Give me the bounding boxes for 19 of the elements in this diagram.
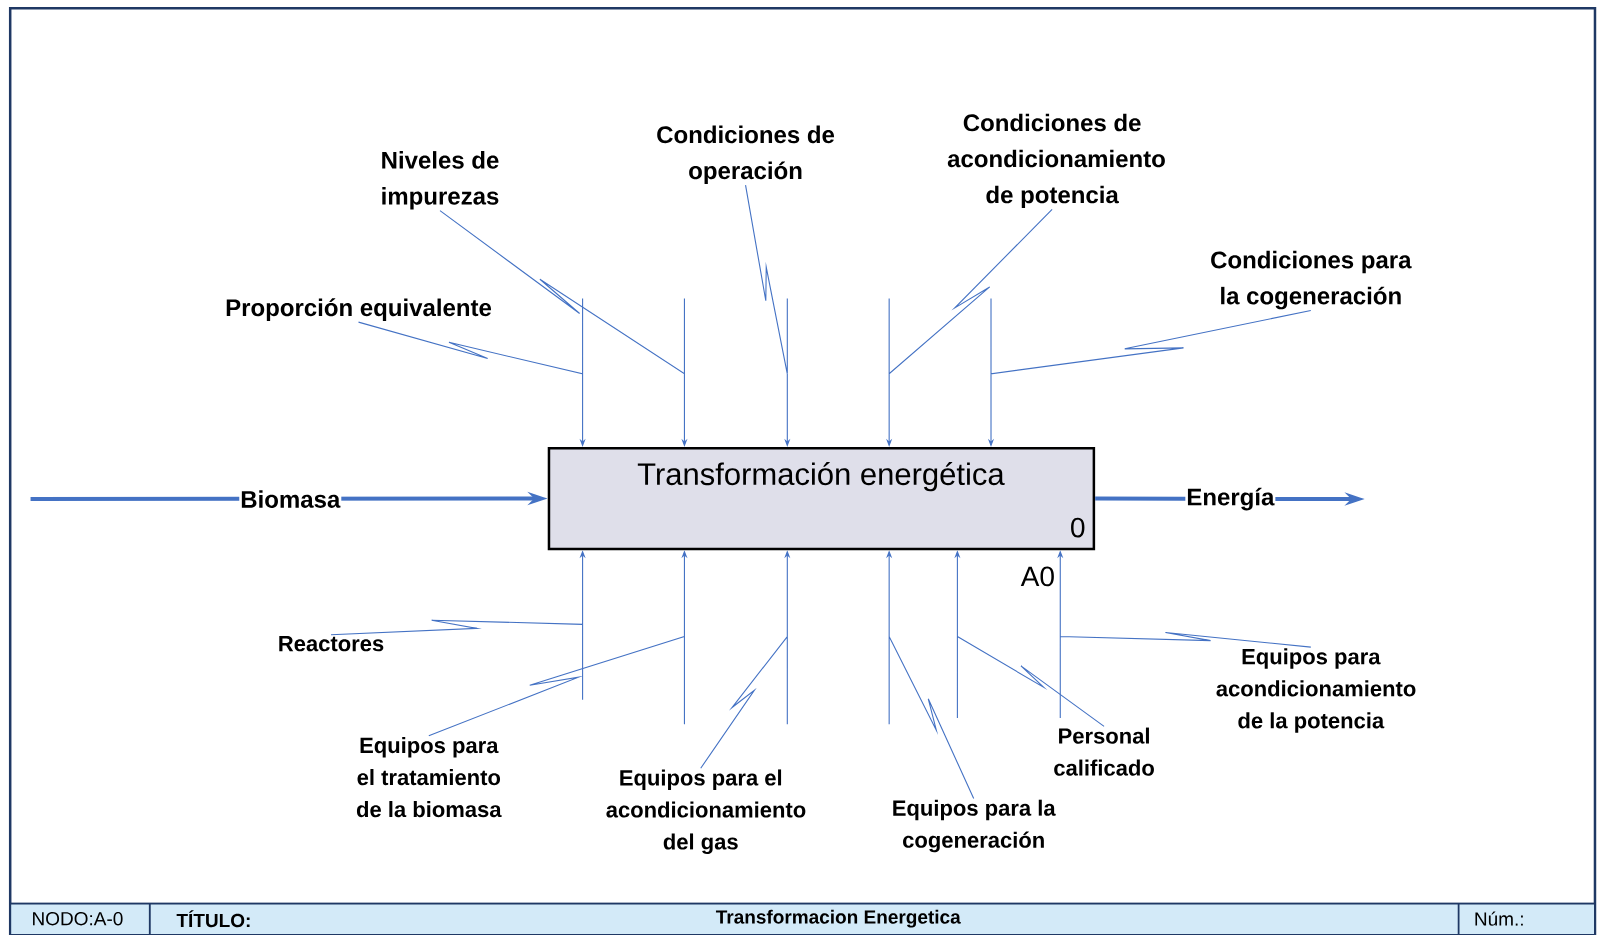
node-label: NODO:A-0 (33, 911, 123, 926)
arrow-label: Proporción equivalente (226, 298, 492, 321)
arrow-label: Niveles de impurezas (382, 151, 499, 210)
arrow-label: Personal calificado (1054, 727, 1154, 776)
arrow-label: Reactores (279, 636, 384, 652)
field-label: Núm.: (1475, 911, 1523, 926)
node-number: A0 (1020, 566, 1054, 587)
field-value: Transformacion Energetica (715, 909, 961, 928)
arrow-label: Condiciones de acondicionamiento de potencia (947, 113, 1165, 209)
arrow-label: Equipos para acondicionamiento de la potencia (1216, 648, 1416, 733)
edge-label: Biomasa (239, 489, 342, 509)
arrow-label: Condiciones de operación (657, 125, 835, 184)
arrow-label: Equipos para la cogeneración (893, 799, 1056, 853)
arrow-label: Equipos para el acondicionamiento del gas (606, 769, 806, 855)
process-box: Transformación energética 0 (547, 446, 1096, 551)
arrow-label: Equipos para el tratamiento de la biomasa (356, 737, 502, 818)
arrow-label: Condiciones para la cogeneración (1211, 250, 1412, 310)
field-label: TÍTULO: (176, 910, 250, 928)
edge-label: Energía (1185, 486, 1276, 512)
